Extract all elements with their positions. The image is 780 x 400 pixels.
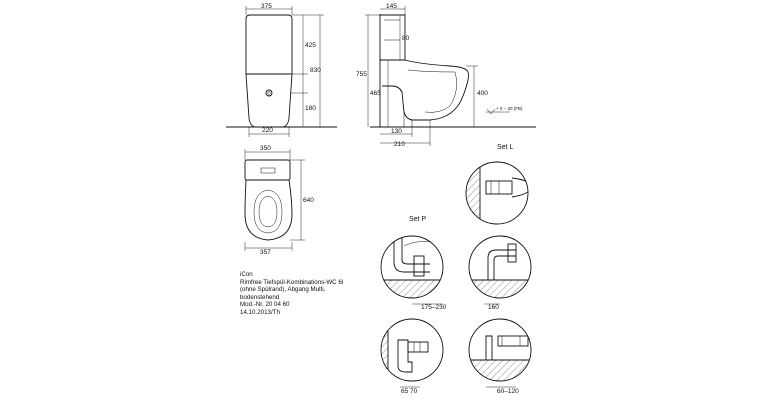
dim-set-p-wall-variant: 60–120 [497,388,519,395]
dim-floor-tolerance: + 0 − 20 (FB) [496,106,523,111]
product-description-line2: (ohne Spülrand), Abgang Multi, [240,286,326,294]
dim-seat-height: 755 [356,71,367,78]
dim-top-cistern-width: 350 [260,145,271,152]
set-p-title: Set P [409,216,426,223]
dim-set-p-wall: 65 70 [401,388,418,395]
dim-outlet-height-side: 400 [477,90,488,97]
detail-set-l [465,161,529,225]
dim-top-bowl-width: 357 [260,249,271,256]
detail-set-p-wall: 65 70 [380,318,444,395]
dim-set-p-range: 175–230 [421,304,447,311]
dim-outlet-offset: 130 [391,128,402,135]
product-model-number: Mod.-Nr. 20 04 60 [240,301,290,309]
product-description-line3: bodenstehend [240,293,280,301]
dim-cistern-height: 425 [305,42,316,49]
dim-foot-width: 220 [262,127,273,134]
product-description-line1: Rimfree Tiefspül-Kombinations-WC 6l [240,278,344,286]
side-view: 145 80 755 465 130 210 400 + 0 − 20 (FB) [356,3,536,148]
dim-set-p-variant: 160 [488,304,499,311]
set-l-title: Set L [497,144,513,151]
dim-top-depth: 640 [303,197,314,204]
detail-set-p: 175–230 [380,235,447,311]
product-date: 14.10.2013/Th [240,308,280,316]
front-view: 375 425 830 180 220 [226,3,337,137]
detail-set-p-variant: 160 [468,235,532,311]
dim-total-height: 830 [310,67,321,74]
dim-bowl-height: 465 [370,90,381,97]
product-info: iCon Rimfree Tiefspül-Kombinations-WC 6l… [240,271,343,317]
dim-cistern-depth: 145 [386,3,397,10]
dim-cistern-top: 80 [402,35,410,42]
product-name: iCon [240,271,253,278]
dim-outlet-distance: 210 [394,141,405,148]
detail-set-p-wall-variant: 60–120 [468,318,532,395]
dim-outlet-height: 180 [305,105,316,112]
dim-front-width: 375 [261,3,272,10]
top-view: 350 640 357 [244,145,314,256]
